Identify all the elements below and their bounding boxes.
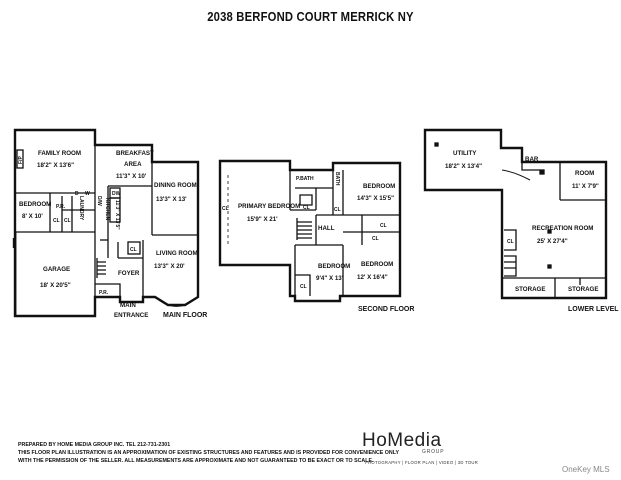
label-breakfast-line2: AREA: [124, 161, 142, 168]
label-bedroom-c: BEDROOM: [361, 261, 393, 268]
dim-bedroom-b: 9'4" X 13': [316, 275, 344, 282]
label-living-room: LIVING ROOM: [156, 250, 198, 257]
footer-line-1: PREPARED BY HOME MEDIA GROUP INC. TEL 21…: [18, 442, 171, 448]
label-p-bath: P.BATH: [296, 176, 314, 182]
home-media-logo: HoMedia GROUP PHOTOGRAPHY | FLOOR PLAN |…: [362, 430, 478, 470]
mark-cl-main-3: CL: [130, 247, 137, 253]
logo-group: GROUP: [422, 449, 445, 455]
label-entrance-2: ENTRANCE: [114, 312, 148, 319]
label-bedroom-main: BEDROOM: [19, 201, 51, 208]
mark-dw2: D/W: [96, 196, 102, 206]
label-family-room: FAMILY ROOM: [38, 150, 81, 157]
logo-wordmark: HoMedia: [362, 430, 442, 451]
mark-w: W: [85, 191, 90, 197]
dim-primary-bedroom: 15'9" X 21': [247, 216, 278, 223]
dim-utility: 18'2" X 13'4": [445, 163, 482, 170]
dim-family-room: 18'2" X 13'6": [37, 162, 74, 169]
mark-cl-2-5: CL: [372, 236, 379, 242]
mark-cl-2-2: CL: [303, 205, 310, 211]
dim-breakfast: 11'3" X 10': [116, 173, 147, 180]
footer-line-3: WITH THE PERMISSION OF THE SELLER. ALL M…: [18, 458, 374, 465]
page-title: 2038 BERFOND COURT MERRICK NY: [207, 10, 414, 24]
mark-cl-main-2: CL: [64, 218, 71, 224]
label-bar: BAR: [525, 156, 539, 163]
lower-level-outline: [423, 128, 608, 300]
mark-pr-2: P.R.: [99, 290, 109, 296]
mark-pr-1: P.R.: [56, 204, 66, 210]
label-dining-room: DINING ROOM: [154, 182, 197, 189]
label-bath: BATH: [334, 172, 340, 186]
mark-cl-main-1: CL: [53, 218, 60, 224]
mark-cl-2-3: CL: [334, 207, 341, 213]
label-kitchen: KITCHEN: [104, 198, 110, 221]
dim-bedroom-a: 14'3" X 15'5": [357, 195, 394, 202]
dim-dining-room: 13'3" X 13': [156, 196, 187, 203]
mark-d: D: [75, 191, 79, 197]
mark-cl-2-4: CL: [380, 223, 387, 229]
disclaimer-footer: PREPARED BY HOME MEDIA GROUP INC. TEL 21…: [18, 441, 399, 466]
dim-living-room: 13'3" X 20': [154, 263, 185, 270]
footer-line-2: THIS FLOOR PLAN ILLUSTRATION IS AN APPRO…: [18, 450, 399, 457]
mark-dw: DW: [112, 191, 121, 197]
mark-cl-lower: CL: [507, 239, 514, 245]
label-primary-bedroom: PRIMARY BEDROOM: [238, 203, 300, 210]
mark-cl-2-6: CL: [300, 284, 307, 290]
label-bedroom-a: BEDROOM: [363, 183, 395, 190]
dim-recreation-room: 25' X 27'4": [537, 238, 568, 245]
floor-label-lower: LOWER LEVEL: [568, 306, 619, 313]
dim-bedroom-c: 12' X 16'4": [357, 274, 388, 281]
dim-kitchen: 11'3" X 13'5": [114, 200, 120, 230]
main-floor-outline: [13, 128, 200, 318]
mark-fp: F/P: [18, 156, 24, 164]
floor-label-second: SECOND FLOOR: [358, 306, 414, 313]
label-garage: GARAGE: [43, 266, 70, 273]
label-laundry: LAUNDRY: [78, 196, 84, 221]
dim-bedroom-main: 8' X 10': [22, 213, 43, 220]
mls-watermark: OneKey MLS: [562, 465, 610, 474]
label-hall: HALL: [318, 225, 335, 232]
dim-room: 11' X 7'9": [572, 183, 599, 190]
label-storage-1: STORAGE: [515, 286, 545, 293]
label-bedroom-b: BEDROOM: [318, 263, 350, 270]
dim-garage: 18' X 20'5": [40, 282, 71, 289]
label-breakfast-line1: BREAKFAST: [116, 150, 154, 157]
label-recreation-room: RECREATION ROOM: [532, 225, 593, 232]
logo-tagline: PHOTOGRAPHY | FLOOR PLAN | VIDEO | 3D TO…: [365, 460, 479, 465]
label-storage-2: STORAGE: [568, 286, 598, 293]
label-utility: UTILITY: [453, 150, 477, 157]
label-entrance-1: MAIN: [120, 302, 136, 309]
label-room: ROOM: [575, 170, 594, 177]
second-floor-outline: [218, 159, 402, 303]
floor-label-main: MAIN FLOOR: [163, 312, 207, 319]
label-foyer: FOYER: [118, 270, 140, 277]
mark-cl-2-1: CL: [222, 206, 229, 212]
